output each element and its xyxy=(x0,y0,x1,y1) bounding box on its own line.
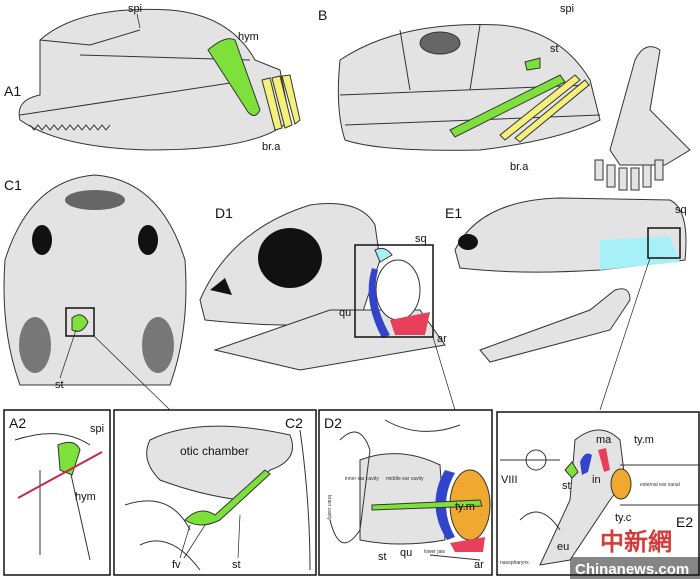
panel-label-a1: A1 xyxy=(4,83,21,99)
panel-label-c2: C2 xyxy=(285,415,303,431)
orbit-left-c1 xyxy=(32,225,52,255)
panel-d2: D2 brain cavity inner ear cavity middle … xyxy=(318,409,493,576)
label-tyc: ty.c xyxy=(615,512,632,524)
label-bra-b: br.a xyxy=(510,161,529,173)
label-eu: eu xyxy=(557,541,569,553)
label-qu-d2: qu xyxy=(400,547,412,559)
orbit-d1 xyxy=(258,228,322,288)
zoom-box-d1 xyxy=(354,244,434,338)
label-st-e2: st xyxy=(562,480,571,492)
jaw-joint-left-c1 xyxy=(19,317,51,373)
label-ar-d2: ar xyxy=(474,559,484,571)
label-jaw: lower jaw xyxy=(424,549,445,555)
shoulder-girdle xyxy=(609,46,691,166)
label-canal: external ear canal xyxy=(640,482,680,488)
skull-b xyxy=(337,23,601,151)
label-st-b: st xyxy=(550,43,559,55)
branchial-arches xyxy=(261,74,301,131)
panel-label-a2: A2 xyxy=(9,415,26,431)
label-bra: br.a xyxy=(262,141,281,153)
articular-d1 xyxy=(390,312,430,335)
panel-b: B spi st br.a xyxy=(318,3,691,191)
snout-c1 xyxy=(65,190,125,210)
label-hym: hym xyxy=(238,31,259,43)
panel-c1: C1 st xyxy=(3,174,187,391)
otic-chamber xyxy=(146,425,293,501)
stapes-b xyxy=(524,57,541,71)
branchial-green-b xyxy=(449,74,566,138)
nostril-d1 xyxy=(210,278,232,295)
branchial-arches-b xyxy=(499,74,590,143)
skull-c1 xyxy=(3,174,187,386)
zoom-box-c1 xyxy=(65,307,95,337)
zoom-box-e1 xyxy=(647,227,681,259)
orbit-b xyxy=(419,31,461,55)
label-middle: middle ear cavity xyxy=(386,476,424,482)
tympanic-membrane-e2 xyxy=(610,468,632,500)
orbit-right-c1 xyxy=(138,225,158,255)
panel-c2: C2 otic chamber fv st xyxy=(113,409,317,576)
label-tym-d2: ty.m xyxy=(455,501,475,513)
label-sq-d1: sq xyxy=(415,233,427,245)
squamosal-e1 xyxy=(600,236,680,270)
label-ar-d1: ar xyxy=(437,333,447,345)
label-inner: inner ear cavity xyxy=(345,476,379,482)
stapes-c2 xyxy=(184,469,271,526)
label-spi-a2: spi xyxy=(90,423,104,435)
malleus-e2 xyxy=(598,448,610,472)
stapes-e2 xyxy=(564,461,579,479)
lower-jaw-e1 xyxy=(479,288,631,363)
fish-teeth xyxy=(29,124,111,131)
pectoral-fin xyxy=(594,159,664,191)
label-spi-b: spi xyxy=(560,3,574,15)
label-qu-d1: qu xyxy=(339,307,351,319)
panel-e2: VIII st in ma ty.m external ear canal eu… xyxy=(496,411,700,576)
quadrate-d1 xyxy=(368,268,390,338)
hyomandibula-bone xyxy=(207,38,261,116)
e2-outlines xyxy=(500,459,700,531)
panel-label-e1: E1 xyxy=(445,205,462,221)
label-viii: VIII xyxy=(501,474,518,486)
label-sq-e1: sq xyxy=(675,204,687,216)
panel-label-e2: E2 xyxy=(676,514,693,530)
label-tym-e2: ty.m xyxy=(634,434,654,446)
label-fv-c2: fv xyxy=(172,559,181,571)
label-otic: otic chamber xyxy=(180,444,249,458)
panel-e1: E1 sq xyxy=(445,197,687,363)
articular-d2 xyxy=(450,537,485,552)
c2-outlines xyxy=(124,429,311,571)
panel-label-d1: D1 xyxy=(215,205,233,221)
label-in: in xyxy=(592,474,601,486)
watermark: 中新網 Chinanews.com xyxy=(570,527,700,579)
d2-outlines xyxy=(329,419,481,561)
panel-label-b: B xyxy=(318,7,327,23)
panel-a2: A2 spi hym xyxy=(3,409,111,576)
incus-e2 xyxy=(580,453,592,475)
tympanum-d1 xyxy=(375,259,421,321)
cochlea-e2 xyxy=(525,449,547,471)
panel-d1: D1 sq qu ar xyxy=(199,203,447,371)
label-brain: brain cavity xyxy=(326,495,332,521)
label-naso: nasopharynx xyxy=(500,560,529,566)
squamosal-d1 xyxy=(374,247,393,263)
panel-label-c1: C1 xyxy=(4,177,22,193)
jaw-joint-right-c1 xyxy=(142,317,174,373)
stapes-d2 xyxy=(371,499,483,511)
label-st-d2: st xyxy=(378,551,387,563)
label-ma: ma xyxy=(596,434,612,446)
watermark-en: Chinanews.com xyxy=(575,561,689,578)
watermark-cn: 中新網 xyxy=(600,527,672,556)
panel-label-d2: D2 xyxy=(324,415,342,431)
middle-ear-cavity xyxy=(359,453,446,545)
label-st-c1: st xyxy=(55,379,64,391)
a2-outlines xyxy=(14,433,91,561)
red-line-a2 xyxy=(17,451,103,499)
label-hym-a2: hym xyxy=(75,491,96,503)
panel-a1: A1 spi hym br.a xyxy=(4,3,301,153)
connector-lines xyxy=(93,257,651,411)
nostril-e1 xyxy=(458,234,478,250)
label-spi: spi xyxy=(128,3,142,15)
label-st-c2: st xyxy=(232,559,241,571)
